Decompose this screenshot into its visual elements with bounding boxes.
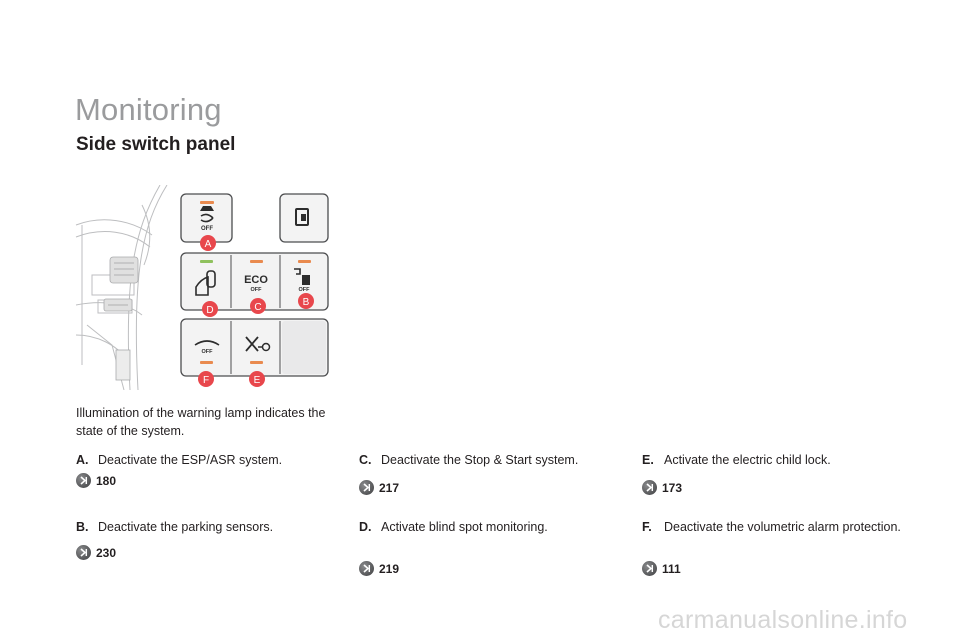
page-ref-e[interactable]: 173 bbox=[642, 480, 682, 495]
svg-text:E: E bbox=[254, 375, 261, 386]
switch-panel-illustration: OFF ECO OFF OFF OFF bbox=[75, 185, 329, 390]
svg-text:OFF: OFF bbox=[202, 349, 214, 355]
page-reference-icon bbox=[76, 473, 91, 488]
page-ref-number: 180 bbox=[96, 473, 117, 488]
svg-text:OFF: OFF bbox=[201, 226, 213, 232]
item-b: B. Deactivate the parking sensors. bbox=[76, 520, 273, 534]
callout-d: D bbox=[202, 301, 218, 317]
switch-child-lock-top bbox=[279, 193, 329, 243]
page-ref-b[interactable]: 230 bbox=[76, 545, 116, 560]
svg-text:D: D bbox=[206, 305, 213, 316]
page-reference-icon bbox=[359, 480, 374, 495]
page-reference-icon bbox=[359, 561, 374, 576]
page-ref-number: 230 bbox=[96, 545, 117, 560]
callout-b: B bbox=[298, 293, 314, 309]
section-subtitle: Side switch panel bbox=[76, 134, 236, 155]
item-f: F. Deactivate the volumetric alarm protec… bbox=[642, 520, 901, 534]
page-reference-icon bbox=[76, 545, 91, 560]
callout-a: A bbox=[200, 235, 216, 251]
intro-text: Illumination of the warning lamp indicat… bbox=[76, 406, 326, 438]
page-reference-icon bbox=[642, 561, 657, 576]
page-ref-number: 111 bbox=[662, 561, 681, 576]
callout-e: E bbox=[249, 371, 265, 387]
item-letter: C. bbox=[359, 453, 372, 467]
svg-text:OFF: OFF bbox=[299, 287, 311, 293]
item-text: Deactivate the Stop & Start system. bbox=[381, 453, 579, 467]
item-letter: F. bbox=[642, 520, 652, 534]
page-ref-f[interactable]: 111 bbox=[642, 561, 681, 576]
item-text: Activate the electric child lock. bbox=[664, 453, 831, 467]
page-ref-number: 173 bbox=[662, 480, 683, 495]
page-ref-a[interactable]: 180 bbox=[76, 473, 116, 488]
item-d: D. Activate blind spot monitoring. bbox=[359, 520, 548, 534]
item-text: Deactivate the volumetric alarm protecti… bbox=[664, 520, 901, 534]
callout-c: C bbox=[250, 298, 266, 314]
callout-f: F bbox=[198, 371, 214, 387]
item-a: A. Deactivate the ESP/ASR system. bbox=[76, 453, 282, 467]
page-ref-d[interactable]: 219 bbox=[359, 561, 399, 576]
svg-text:C: C bbox=[254, 302, 261, 313]
item-letter: A. bbox=[76, 453, 89, 467]
item-e: E. Activate the electric child lock. bbox=[642, 453, 831, 467]
switch-row-2: ECO OFF OFF bbox=[180, 252, 329, 311]
switch-row-3: OFF bbox=[180, 318, 329, 377]
watermark: carmanualsonline.info bbox=[658, 606, 908, 634]
page-reference-icon bbox=[642, 480, 657, 495]
page-title: Monitoring bbox=[75, 92, 222, 127]
item-c: C. Deactivate the Stop & Start system. bbox=[359, 453, 578, 467]
item-letter: B. bbox=[76, 520, 89, 534]
page-ref-number: 219 bbox=[379, 561, 400, 576]
svg-text:A: A bbox=[205, 239, 212, 250]
item-text: Deactivate the ESP/ASR system. bbox=[98, 453, 283, 467]
item-text: Deactivate the parking sensors. bbox=[98, 520, 274, 534]
item-text: Activate blind spot monitoring. bbox=[381, 520, 548, 534]
svg-text:OFF: OFF bbox=[251, 287, 263, 293]
item-letter: D. bbox=[359, 520, 372, 534]
svg-text:F: F bbox=[203, 375, 209, 386]
page-ref-c[interactable]: 217 bbox=[359, 480, 399, 495]
svg-text:ECO: ECO bbox=[244, 274, 268, 286]
switch-a: OFF bbox=[180, 193, 233, 243]
svg-text:B: B bbox=[303, 297, 310, 308]
page-ref-number: 217 bbox=[379, 480, 400, 495]
item-letter: E. bbox=[642, 453, 654, 467]
callout-labels: A B C D E F bbox=[198, 235, 314, 387]
